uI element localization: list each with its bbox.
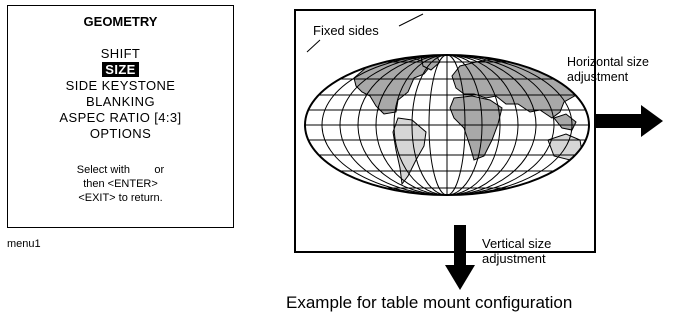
menu-item-options[interactable]: OPTIONS	[89, 126, 152, 141]
horizontal-arrow-icon	[596, 105, 663, 137]
africa-shape	[449, 95, 503, 161]
selected-item-highlight: SIZE	[102, 62, 139, 77]
menu-item-shift[interactable]: SHIFT	[100, 46, 141, 61]
fixed-side-pointer-left	[306, 39, 321, 53]
horizontal-size-label: Horizontal size adjustment	[567, 55, 649, 84]
menu-help-text: Select with or then <ENTER> <EXIT> to re…	[8, 163, 233, 205]
fixed-side-pointer-top	[398, 13, 424, 27]
geometry-menu: GEOMETRY SHIFT SIZE SIDE KEYSTONE BLANKI…	[7, 5, 234, 228]
help-line-enter: then <ENTER>	[83, 178, 158, 190]
menu-items: SHIFT SIZE SIDE KEYSTONE BLANKING ASPEC …	[8, 46, 233, 142]
south-america-shape	[392, 117, 427, 186]
world-map	[305, 55, 589, 195]
menu-item-side-keystone[interactable]: SIDE KEYSTONE	[65, 78, 176, 93]
menu-item-aspect-ratio[interactable]: ASPEC RATIO [4:3]	[59, 110, 182, 125]
help-line-select: Select with or	[76, 164, 165, 176]
menu-item-blanking[interactable]: BLANKING	[86, 94, 155, 109]
fixed-sides-label: Fixed sides	[313, 23, 379, 38]
example-caption: Example for table mount configuration	[286, 293, 573, 312]
vertical-size-label: Vertical size adjustment	[482, 236, 552, 266]
help-line-exit: <EXIT> to return.	[78, 192, 163, 204]
menu-item-size[interactable]: SIZE	[8, 62, 233, 78]
screen-frame	[294, 9, 596, 253]
menu-title: GEOMETRY	[83, 14, 158, 29]
menu-caption: menu1	[7, 238, 41, 250]
southeast-asia-shape	[553, 113, 577, 131]
longitude-lines	[321, 55, 573, 195]
vertical-arrow-icon	[445, 225, 475, 290]
map-outline	[304, 54, 590, 196]
